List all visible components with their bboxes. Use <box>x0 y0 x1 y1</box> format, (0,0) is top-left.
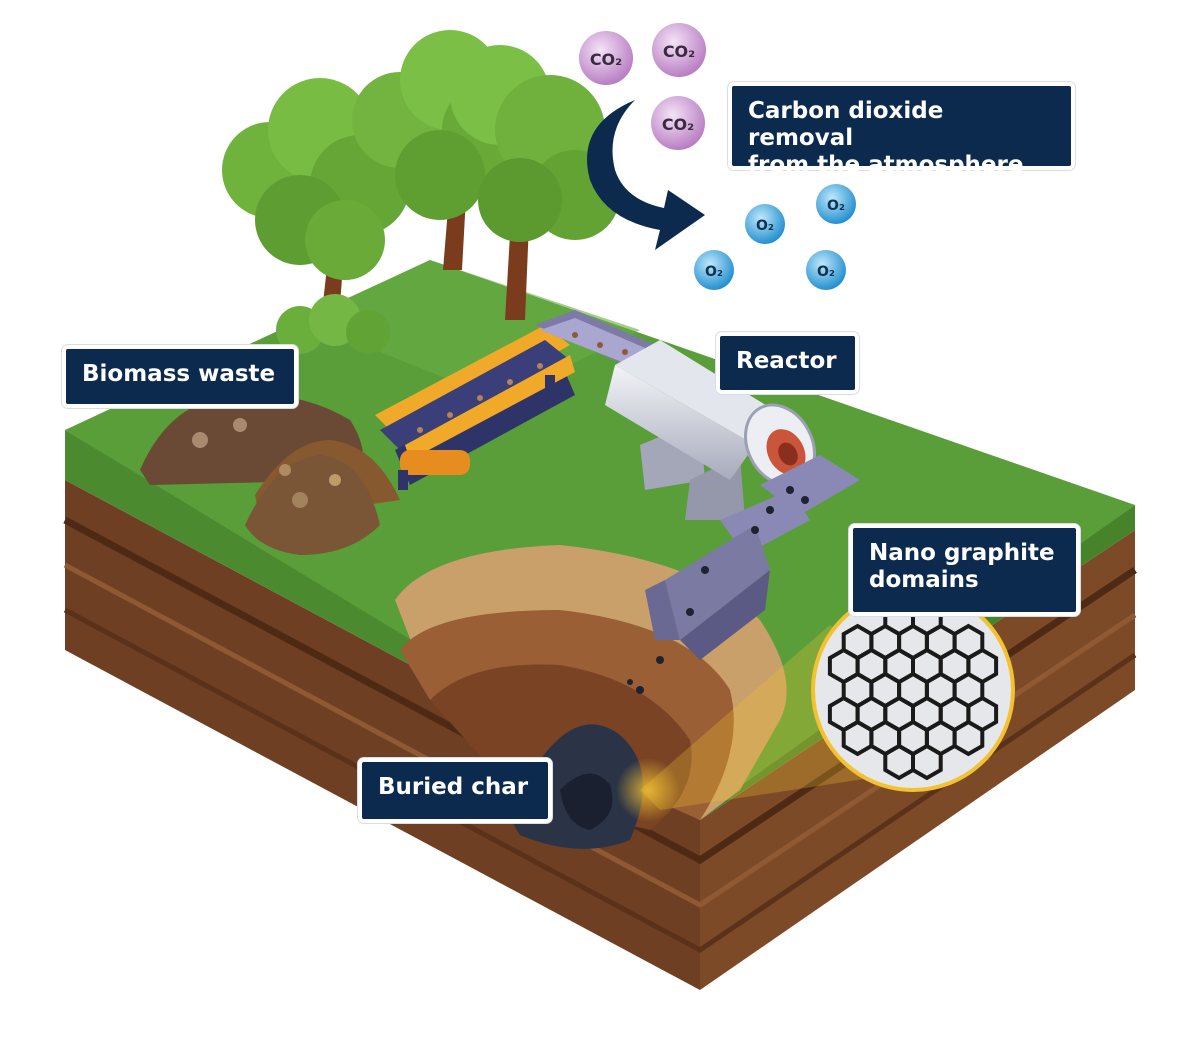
graphite-inset <box>811 588 1015 792</box>
buried-char-label: Buried char <box>358 758 552 823</box>
o2-label: O₂ <box>817 264 835 280</box>
char-highlight <box>616 758 680 822</box>
co2-label: CO₂ <box>662 115 694 134</box>
o2-molecules: O₂ O₂ O₂ O₂ <box>694 184 856 290</box>
feed-chute <box>535 310 655 365</box>
o2-molecule <box>806 250 846 290</box>
graphene-lattice <box>827 599 999 781</box>
co2-label: CO₂ <box>663 42 695 61</box>
o2-molecule <box>816 184 856 224</box>
reactor <box>605 340 816 520</box>
co2-molecule <box>651 96 705 150</box>
o2-label: O₂ <box>827 198 845 214</box>
co2-molecule <box>579 31 633 85</box>
biomass-piles <box>140 394 400 555</box>
o2-molecule <box>745 204 785 244</box>
hexagon-ring <box>952 719 985 757</box>
co2-molecules: CO₂ CO₂ CO₂ <box>579 23 706 150</box>
hexagon-ring <box>911 743 943 781</box>
co2-removal-label: Carbon dioxide removal from the atmosphe… <box>728 82 1075 178</box>
reactor-label: Reactor <box>716 332 859 394</box>
tree-right <box>450 45 620 320</box>
co2-label: CO₂ <box>590 50 622 69</box>
nano-graphite-label: Nano graphite domains <box>849 524 1080 616</box>
bush <box>276 294 390 354</box>
o2-label: O₂ <box>705 264 723 280</box>
conveyor <box>375 325 575 490</box>
o2-molecule <box>694 250 734 290</box>
output-chute <box>627 455 860 694</box>
o2-label: O₂ <box>756 218 774 234</box>
co2-molecule <box>652 23 706 77</box>
biomass-waste-label: Biomass waste <box>62 345 298 408</box>
conversion-arrow <box>587 100 705 250</box>
